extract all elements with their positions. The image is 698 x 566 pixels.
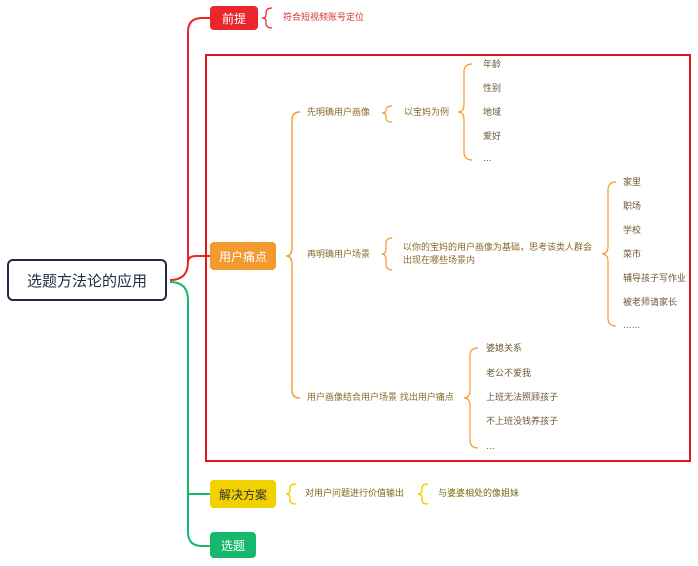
branch2-items-brace xyxy=(601,181,617,327)
branch3-item: 老公不爱我 xyxy=(486,369,532,379)
connector-bottom xyxy=(169,281,210,547)
branch3-item: 不上班没钱养孩子 xyxy=(486,417,559,427)
premise-note: 符合短视频账号定位 xyxy=(283,13,365,23)
branch3-item: 婆媳关系 xyxy=(486,344,523,354)
topic-node: 选题 xyxy=(210,532,256,558)
branch2-item: 家里 xyxy=(623,178,642,188)
branch3-item: 上班无法照顾孩子 xyxy=(486,393,559,403)
connector-premise xyxy=(169,17,210,281)
branch3-label: 用户画像结合用户场景 找出用户痛点 xyxy=(307,393,454,403)
premise-brace xyxy=(261,7,273,29)
solution-label: 解决方案 xyxy=(218,487,267,502)
branch1-items-brace xyxy=(457,63,473,161)
branch2-item: 菜市 xyxy=(623,250,642,260)
pain-points-label: 用户痛点 xyxy=(218,249,267,264)
branch1-item: 性别 xyxy=(483,84,502,94)
root-label: 选题方法论的应用 xyxy=(26,271,147,290)
solution-sub-note: 与婆婆相处的像姐妹 xyxy=(438,489,520,499)
branch1-brace xyxy=(381,105,393,123)
branch1-label: 先明确用户画像 xyxy=(307,108,371,118)
branch3-items-brace xyxy=(463,347,479,449)
branch1-example: 以宝妈为例 xyxy=(404,108,450,118)
branch2-brace xyxy=(381,237,393,271)
branch3-item: ... xyxy=(486,442,495,452)
root-node: 选题方法论的应用 xyxy=(7,259,167,301)
branch2-label: 再明确用户场景 xyxy=(307,250,371,260)
branch2-item: ...... xyxy=(623,321,641,331)
topic-label: 选题 xyxy=(220,538,245,553)
solution-sub-brace xyxy=(417,483,429,505)
branch2-item: 职场 xyxy=(623,202,642,212)
pain-points-node: 用户痛点 xyxy=(210,242,276,270)
branch1-item: 爱好 xyxy=(483,132,502,142)
solution-brace xyxy=(285,483,297,505)
branch1-item: 地域 xyxy=(483,108,502,118)
pain-points-highlight-box xyxy=(205,54,691,462)
solution-note: 对用户问题进行价值输出 xyxy=(305,489,405,499)
connector-pain-points xyxy=(187,255,210,263)
pain-points-brace xyxy=(285,111,301,399)
solution-node: 解决方案 xyxy=(210,480,276,508)
branch2-description-line2: 出现在哪些场景内 xyxy=(403,256,476,266)
branch1-item: 年龄 xyxy=(483,60,502,70)
branch2-description-line1: 以你的宝妈的用户画像为基础，思考该类人群会 xyxy=(403,243,593,253)
branch1-item: ... xyxy=(483,154,492,164)
branch2-item: 辅导孩子写作业 xyxy=(623,274,687,284)
premise-label: 前提 xyxy=(221,11,246,26)
branch2-item: 被老师请家长 xyxy=(623,298,678,308)
premise-node: 前提 xyxy=(210,6,258,30)
branch2-item: 学校 xyxy=(623,226,642,236)
